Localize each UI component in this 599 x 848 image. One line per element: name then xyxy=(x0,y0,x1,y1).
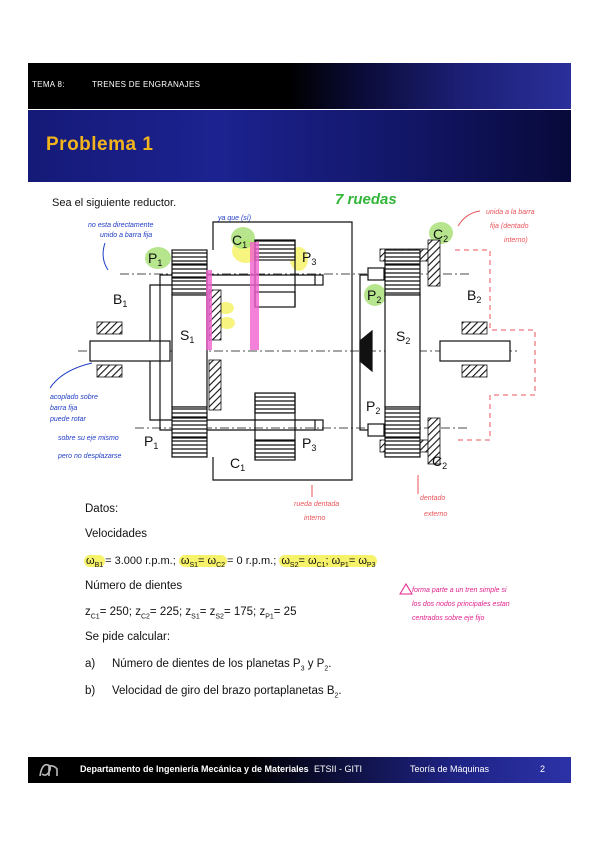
svg-text:C1: C1 xyxy=(232,232,247,250)
note-red-bottom-1: rueda dentada xyxy=(294,501,339,508)
label-p2-bot: P xyxy=(366,398,375,414)
dientes-line: zC1= 250; zC2= 225; zS1= zS2= 175; zP1= … xyxy=(85,606,297,621)
footer-course: Teoría de Máquinas xyxy=(410,764,490,774)
warning-icon xyxy=(399,583,413,595)
item-a-letter: a) xyxy=(85,658,96,670)
label-c1-bot: C xyxy=(230,455,240,471)
note-blue-top-2: unido a barra fija xyxy=(100,232,152,239)
label-b2: B xyxy=(467,287,476,303)
footer-page-number: 2 xyxy=(540,764,546,774)
svg-text:C2: C2 xyxy=(432,453,447,471)
svg-text:B2: B2 xyxy=(467,287,481,305)
tema-label: TEMA 8: xyxy=(32,80,65,89)
dientes-label: Número de dientes xyxy=(85,580,183,592)
datos-heading: Datos: xyxy=(85,503,119,515)
svg-text:P2: P2 xyxy=(366,398,380,416)
note-red-bottom-2: interno xyxy=(304,515,326,522)
svg-text:P2: P2 xyxy=(367,287,381,305)
svg-text:P3: P3 xyxy=(302,249,316,267)
highlight-pink-1 xyxy=(206,270,212,350)
note-blue-left-2: barra fija xyxy=(50,405,77,412)
note-blue-left-4: sobre su eje mismo xyxy=(58,435,119,442)
svg-text:S1: S1 xyxy=(180,327,194,345)
title-bar: Problema 1 xyxy=(28,110,571,182)
svg-text:P3: P3 xyxy=(302,435,316,453)
red-dashed-outline xyxy=(455,249,536,441)
note-red-top-1: unida a la barra xyxy=(486,209,535,216)
highlight-pink-2 xyxy=(250,242,259,350)
svg-text:C2: C2 xyxy=(433,226,448,244)
vel-s2-c1-p1-p3: ωS2= ωC1; ωP1= ωP3 xyxy=(279,555,378,570)
svg-text:C1: C1 xyxy=(230,455,245,473)
handwritten-notes: 7 ruedas no esta directamente unido a ba… xyxy=(49,191,535,622)
note-red-top-3: interno) xyxy=(504,237,528,244)
pide-label: Se pide calcular: xyxy=(85,631,171,643)
item-b: b) Velocidad de giro del brazo portaplan… xyxy=(85,685,342,699)
header-bar: TEMA 8: TRENES DE ENGRANAJES xyxy=(28,63,571,109)
note-blue-left-5: pero no desplazarse xyxy=(57,453,122,460)
footer-school: ETSII - GITI xyxy=(314,764,363,774)
svg-text:S2: S2 xyxy=(396,328,410,346)
label-p1-top: P xyxy=(148,250,157,266)
right-gear-set xyxy=(359,249,421,458)
label-b1: B xyxy=(113,291,122,307)
label-p1-bot: P xyxy=(144,433,153,449)
vel-b1: ωB1 xyxy=(84,555,106,570)
intro-text: Sea el siguiente reductor. xyxy=(52,197,177,209)
svg-text:B1: B1 xyxy=(113,291,127,309)
left-gear-set xyxy=(171,249,208,458)
footer-bar: Departamento de Ingeniería Mecánica y de… xyxy=(28,757,571,783)
note-red-bottom2-2: externo xyxy=(424,511,447,518)
note-siete-ruedas: 7 ruedas xyxy=(335,191,397,208)
label-p2-top: P xyxy=(367,287,376,303)
footer-department: Departamento de Ingeniería Mecánica y de… xyxy=(80,764,309,774)
note-pink-1: forma parte a un tren simple si xyxy=(412,587,507,594)
item-a: a) Número de dientes de los planetas P3 … xyxy=(85,658,331,672)
shafts xyxy=(89,274,511,431)
subject-label: TRENES DE ENGRANAJES xyxy=(92,80,201,89)
department-logo-icon xyxy=(36,759,62,781)
diagram-labels: C1 P3 C2 P1 P2 B1 B2 S1 S2 P2 P1 P3 C1 C… xyxy=(113,226,481,473)
svg-text:P1: P1 xyxy=(144,433,158,451)
note-blue-top-3: ya que (sí) xyxy=(217,215,251,222)
item-a-text: Número de dientes de los planetas P3 y P… xyxy=(112,658,332,673)
label-c2-bot: C xyxy=(432,453,442,469)
label-p3-top: P xyxy=(302,249,311,265)
note-pink-2: los dos nodos principales estan xyxy=(412,601,510,608)
note-pink-3: centrados sobre eje fijo xyxy=(412,615,484,622)
velocidades-line: ωB1= 3.000 r.p.m.; ωS1= ωC2= 0 r.p.m.; ω… xyxy=(84,555,378,570)
note-blue-left-1: acoplado sobre xyxy=(50,394,98,401)
note-red-top-2: fija (dentado xyxy=(490,223,529,230)
note-red-bottom2-1: dentado xyxy=(420,495,445,502)
label-s1: S xyxy=(180,327,189,343)
svg-text:P1: P1 xyxy=(148,250,162,268)
item-b-text: Velocidad de giro del brazo portaplaneta… xyxy=(112,685,342,700)
center-gear-set xyxy=(212,221,353,481)
note-blue-top-1: no esta directamente xyxy=(88,222,153,229)
page-title: Problema 1 xyxy=(46,134,154,155)
label-c2-top: C xyxy=(433,226,443,242)
velocidades-label: Velocidades xyxy=(85,528,148,540)
label-s2: S xyxy=(396,328,405,344)
item-b-letter: b) xyxy=(85,685,96,697)
label-c1-top: C xyxy=(232,232,242,248)
vel-s1-c2: ωS1= ωC2 xyxy=(178,555,228,570)
label-p3-bot: P xyxy=(302,435,311,451)
note-blue-left-3: puede rotar xyxy=(49,416,86,423)
